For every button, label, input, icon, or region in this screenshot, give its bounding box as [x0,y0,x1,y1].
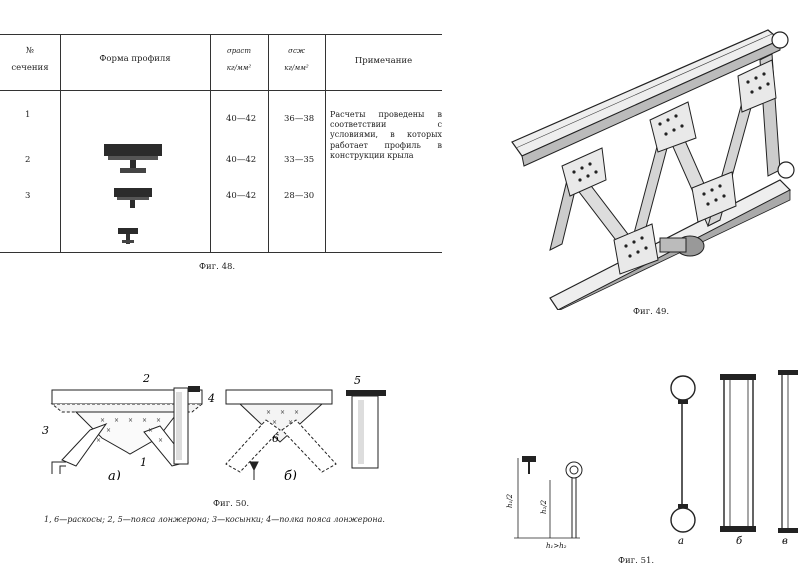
row-1-number: 1 [25,110,31,120]
fig51-caption: Фиг. 51. [618,556,655,566]
row-3-sigma-compression: 28—30 [284,191,315,201]
svg-text:×: × [266,409,271,416]
fig51-h2-label: h₂/2 [540,499,548,514]
header-sigma-compression: σсж кг/мм² [284,47,309,72]
svg-text:×: × [128,417,133,424]
profile-2-shape [114,188,152,208]
svg-text:×: × [100,417,105,424]
row-2-number: 2 [25,155,31,165]
fig49-truss-drawing [511,29,795,310]
fig50-label-b: б) [284,469,297,480]
fig50-legend: 1, 6—раскосы; 2, 5—пояса лонжерона; 3—ко… [44,515,385,524]
fig50-label-2: 2 [142,372,150,385]
svg-text:×: × [114,417,119,424]
fig50-node-a: ××××× ×××× 2 3 1 4 а) [42,372,215,480]
fig50-label-5: 5 [354,374,361,387]
row-1-sigma-tension: 40—42 [226,114,257,124]
profile-1-shape [104,144,162,173]
fig51-label-v: в [782,536,788,546]
svg-text:×: × [158,437,163,444]
svg-text:×: × [272,419,277,426]
row-3-number: 3 [25,191,31,201]
svg-text:×: × [106,427,111,434]
svg-text:×: × [288,419,293,426]
svg-text:×: × [142,417,147,424]
fig51-beam-sections: а б в [670,370,798,546]
svg-text:×: × [96,437,101,444]
profile-3-shape [118,228,138,244]
header-section-number: № сечения [11,46,49,73]
fig50-caption: Фиг. 50. [213,499,250,509]
fig51-relation: h₁>h₂ [546,542,567,550]
svg-text:×: × [280,409,285,416]
row-1-sigma-compression: 36—38 [284,114,315,124]
svg-text:×: × [294,409,299,416]
header-note: Примечание [354,56,413,66]
fig50-label-4: 4 [207,392,215,405]
fig51-label-a: а [678,536,684,546]
profile-table: № сечения Форма профиля σраст кг/мм² σсж… [0,34,442,253]
fig51-h1-label: h₁/2 [506,493,514,508]
row-3-sigma-tension: 40—42 [226,191,257,201]
fig50-label-3: 3 [42,424,49,437]
header-sigma-tension: σраст кг/мм² [226,47,252,72]
fig50-node-drawings: ××××× ×××× 2 3 1 4 а) ××× ×× 5 6 б) [42,372,386,480]
fig50-label-1: 1 [140,456,147,469]
profile-shapes [104,144,162,244]
fig50-label-a: а) [108,469,121,480]
fig51-label-b: б [736,536,743,546]
fig50-node-b: ××× ×× 5 6 б) [225,374,386,480]
row-2-sigma-compression: 33—35 [284,155,315,165]
fig50-label-6: 6 [272,432,279,445]
svg-text:×: × [156,417,161,424]
fig48-caption: Фиг. 48. [199,262,236,272]
note-text: Расчеты проведены в соответствии с услов… [330,110,442,160]
header-profile-shape: Форма профиля [99,54,171,64]
row-2-sigma-tension: 40—42 [226,155,257,165]
fig51-height-diagram: h₁/2 h₂/2 h₁>h₂ [506,456,583,550]
svg-text:×: × [148,427,153,434]
fig49-caption: Фиг. 49. [633,307,670,317]
